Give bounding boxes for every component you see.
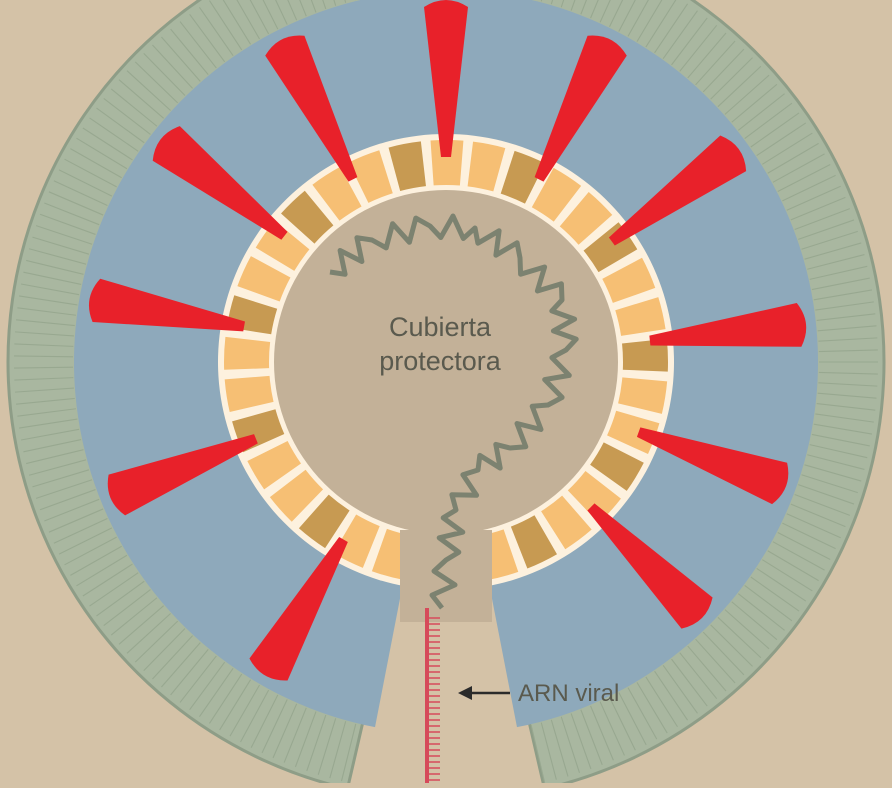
rna-strand	[427, 608, 440, 783]
arrow-head	[458, 686, 472, 700]
label-arn-viral: ARN viral	[518, 677, 619, 711]
arrow-left-icon	[458, 686, 510, 700]
capsid-segment	[224, 337, 270, 370]
label-cubierta-protectora: Cubierta protectora	[340, 310, 540, 378]
label-line-2: protectora	[340, 344, 540, 378]
label-line-1: Cubierta	[340, 310, 540, 344]
